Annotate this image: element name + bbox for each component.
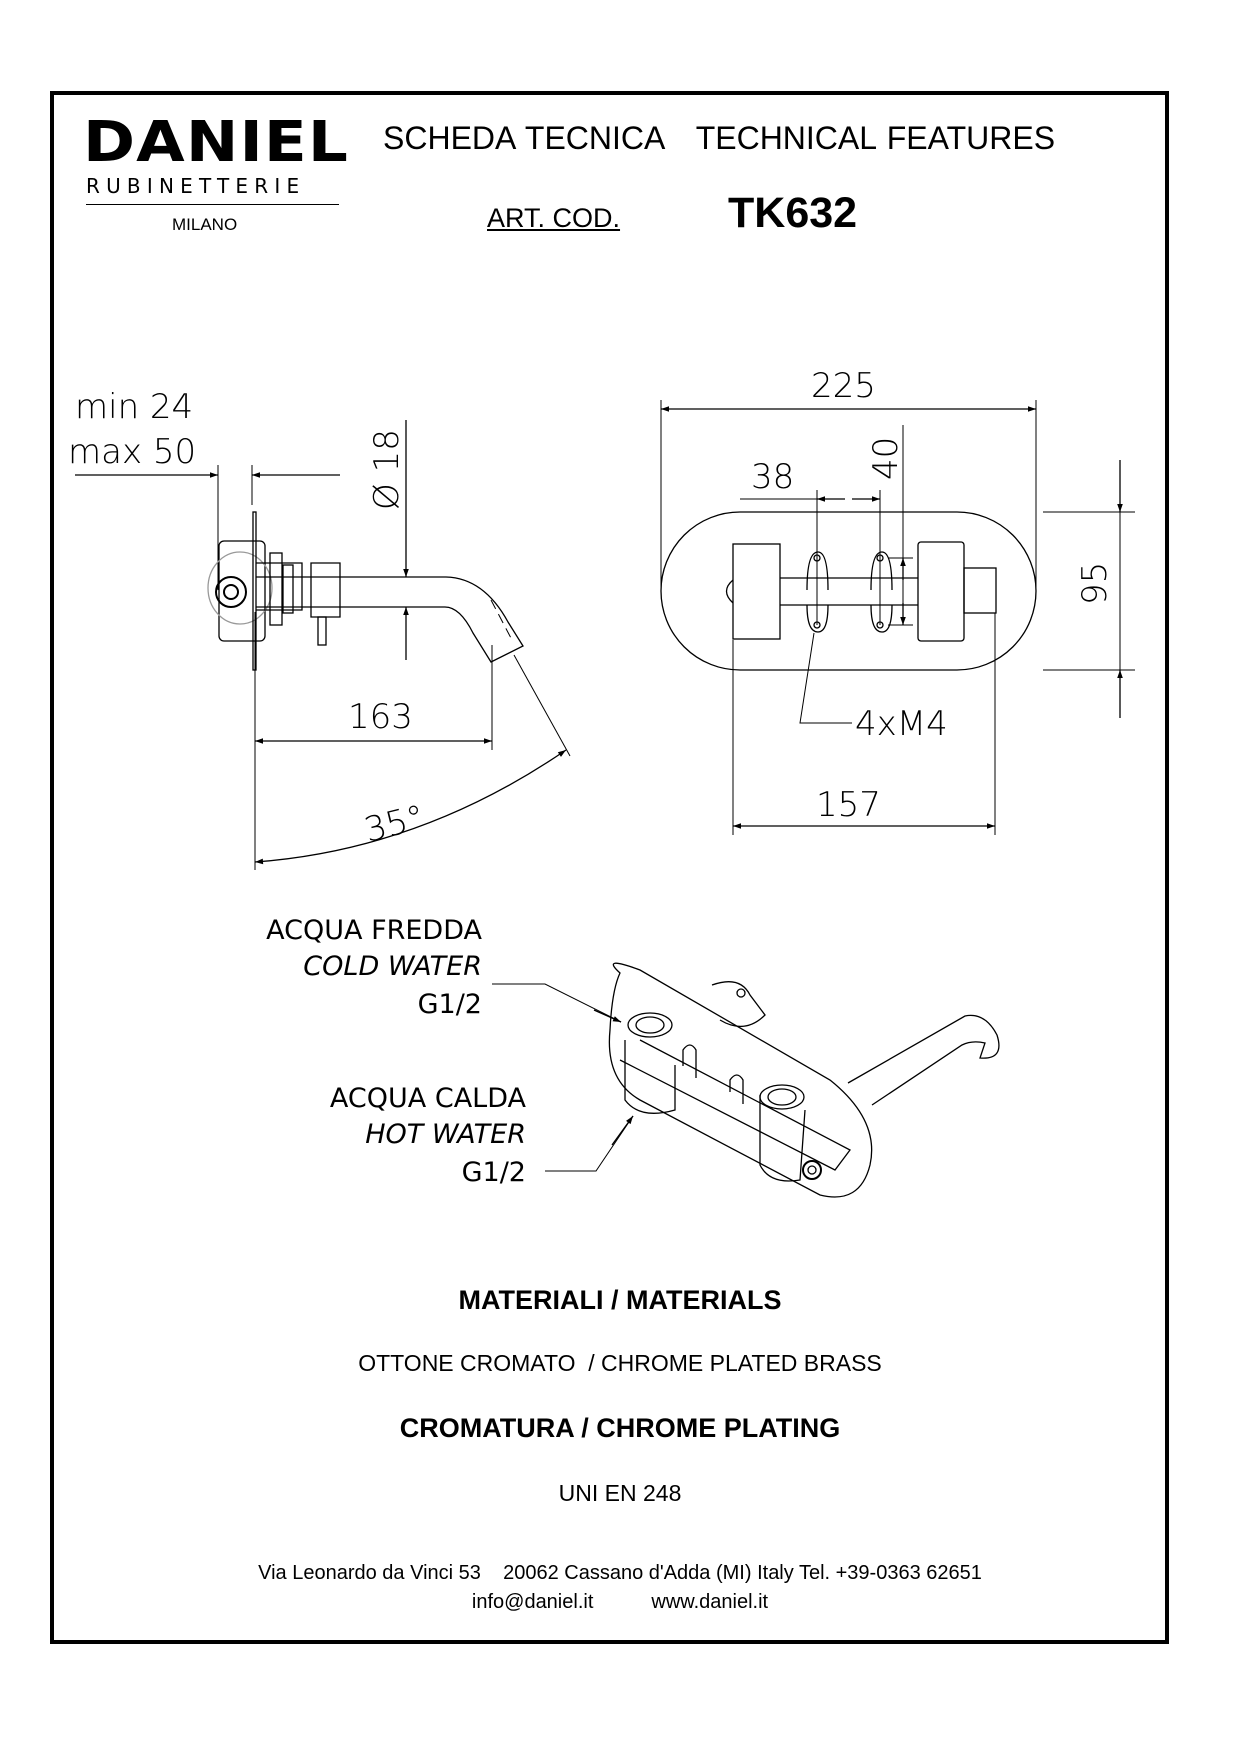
iso-hot-inlet-body bbox=[759, 1095, 806, 1182]
article-code: TK632 bbox=[728, 189, 858, 237]
valve-nut bbox=[215, 576, 247, 608]
page-title: SCHEDA TECNICA TECHNICAL FEATURES bbox=[383, 120, 1056, 156]
dim-wall-min: min 24 bbox=[75, 387, 193, 427]
iso-spout bbox=[847, 1014, 1000, 1106]
dim-plate-width: 225 bbox=[811, 366, 876, 406]
dim-projection: 163 bbox=[348, 697, 413, 737]
valve-body bbox=[218, 540, 266, 642]
handle-left bbox=[732, 543, 781, 640]
article-code-label: ART. COD. bbox=[487, 203, 621, 233]
handle-right-spout bbox=[963, 567, 997, 614]
materials-heading: MATERIALI / MATERIALS bbox=[458, 1285, 782, 1315]
spout-pipe bbox=[256, 576, 524, 663]
connection-labels: ACQUA FREDDA COLD WATER G1/2 ACQUA CALDA… bbox=[266, 915, 526, 1188]
dim-diameter: Ø 18 bbox=[367, 429, 407, 510]
fixing-ear bbox=[806, 551, 829, 591]
brand-logo: DANIEL bbox=[83, 110, 349, 175]
spout-collar-2 bbox=[310, 562, 341, 618]
cold-label-it: ACQUA FREDDA bbox=[266, 915, 482, 946]
iso-cartridge bbox=[802, 1160, 822, 1180]
iso-cover-plate bbox=[608, 962, 873, 1198]
dim-valve-spacing: 38 bbox=[751, 457, 794, 497]
cold-thread: G1/2 bbox=[418, 989, 482, 1020]
iso-ear bbox=[729, 1074, 744, 1104]
dim-angle: 35° bbox=[361, 797, 429, 850]
spout-collar bbox=[256, 562, 303, 611]
footer-website[interactable]: www.daniel.it bbox=[651, 1591, 769, 1613]
brand-city: MILANO bbox=[172, 215, 238, 234]
fixing-ear bbox=[870, 604, 893, 633]
dim-arc-angle bbox=[254, 749, 567, 865]
plating-heading: CROMATURA / CHROME PLATING bbox=[399, 1413, 841, 1443]
iso-manifold bbox=[619, 1039, 851, 1171]
fixing-ear bbox=[870, 551, 893, 591]
iso-cold-inlet bbox=[627, 1012, 673, 1038]
dim-fixing-vertical: 40 bbox=[866, 437, 906, 480]
footer-contacts: info@daniel.it www.daniel.it bbox=[0, 1592, 1240, 1612]
dim-wall-max: max 50 bbox=[68, 432, 196, 472]
logo-divider bbox=[86, 204, 339, 205]
leader-cold bbox=[492, 983, 622, 1023]
plating-value: UNI EN 248 bbox=[558, 1480, 682, 1506]
valve-handle-outline bbox=[207, 551, 273, 625]
valve-nut-inner bbox=[223, 584, 239, 600]
cover-plate bbox=[660, 511, 1037, 671]
dim-plate-height: 95 bbox=[1075, 562, 1115, 605]
handle-left-cap bbox=[725, 579, 734, 604]
fixing-ear bbox=[806, 604, 829, 633]
iso-ear bbox=[682, 1044, 697, 1078]
footer-address: Via Leonardo da Vinci 53 20062 Cassano d… bbox=[258, 1562, 982, 1584]
iso-rear-tab bbox=[711, 981, 766, 1027]
page-border bbox=[50, 91, 1169, 1644]
front-view bbox=[660, 400, 1135, 835]
hot-thread: G1/2 bbox=[462, 1157, 526, 1188]
hot-label-it: ACQUA CALDA bbox=[330, 1083, 527, 1114]
footer-email[interactable]: info@daniel.it bbox=[471, 1591, 594, 1613]
iso-hot-inlet bbox=[759, 1084, 805, 1110]
leader-screws bbox=[799, 632, 852, 724]
dim-fixing-screws: 4xM4 bbox=[855, 704, 948, 744]
lever-stub bbox=[317, 616, 327, 646]
flange-inner bbox=[282, 564, 294, 614]
iso-cold-inlet-body bbox=[624, 1040, 676, 1114]
materials-value: OTTONE CROMATO / CHROME PLATED BRASS bbox=[358, 1350, 882, 1376]
side-view bbox=[75, 420, 571, 870]
brand-subtitle: RUBINETTERIE bbox=[86, 174, 306, 198]
dim-body-width: 157 bbox=[816, 785, 881, 825]
flange bbox=[269, 552, 283, 626]
cold-label-en: COLD WATER bbox=[303, 951, 482, 982]
front-view-labels: 225 38 40 95 4xM4 157 bbox=[751, 366, 1115, 825]
isometric-view bbox=[492, 962, 1000, 1198]
handle-right bbox=[917, 541, 965, 642]
leader-hot bbox=[545, 1115, 634, 1172]
side-view-labels: min 24 max 50 Ø 18 163 35° bbox=[68, 387, 429, 851]
hot-label-en: HOT WATER bbox=[365, 1119, 526, 1150]
